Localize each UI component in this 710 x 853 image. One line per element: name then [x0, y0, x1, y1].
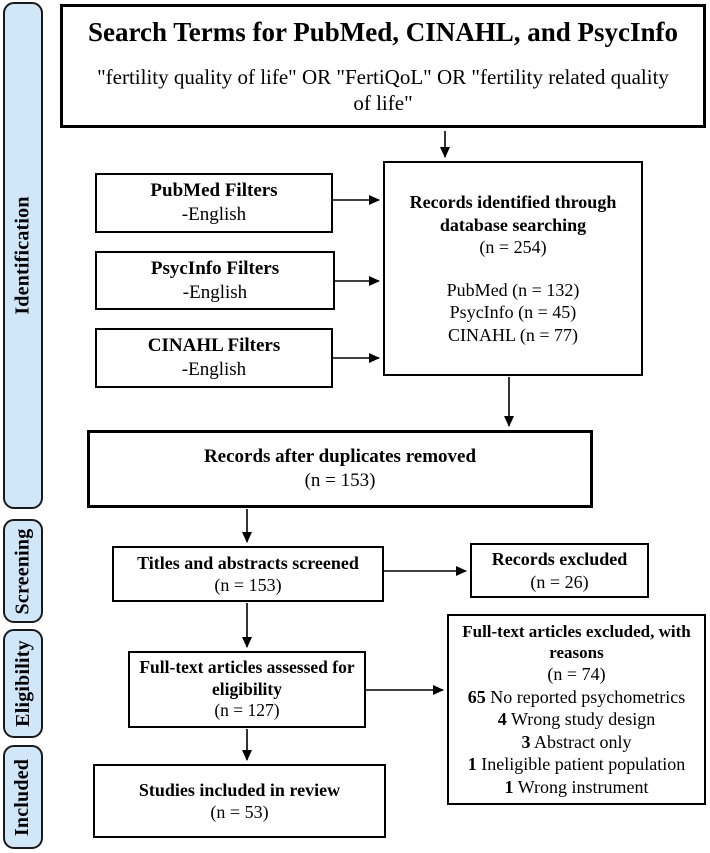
psycinfo-filters-title: PsycInfo Filters [150, 257, 280, 279]
duplicates-removed-box: Records after duplicates removed (n = 15… [87, 430, 593, 508]
duplicates-removed-count: (n = 153) [304, 470, 376, 491]
reason-text: Ineligible patient population [481, 754, 686, 775]
stage-label-eligibility-text: Eligibility [11, 640, 34, 727]
search-terms-query: "fertility quality of life" OR "FertiQoL… [97, 64, 669, 115]
cinahl-filters-box: CINAHL Filters -English [95, 328, 333, 388]
reason-text: Wrong study design [510, 709, 656, 730]
stage-label-screening-text: Screening [11, 528, 34, 614]
exclusion-reason: 4 Wrong study design [498, 708, 655, 731]
pubmed-filters-title: PubMed Filters [150, 180, 278, 202]
search-terms-box: Search Terms for PubMed, CINAHL, and Psy… [60, 4, 706, 128]
pubmed-filters-box: PubMed Filters -English [95, 173, 333, 233]
fulltext-assessed-title: Full-text articles assessed for eligibil… [139, 656, 355, 699]
fulltext-excluded-title: Full-text articles excluded, with reason… [462, 621, 691, 662]
exclusion-reason: 1 Wrong instrument [505, 776, 649, 799]
duplicates-removed-title: Records after duplicates removed [203, 446, 477, 468]
reason-count: 65 [467, 686, 486, 707]
studies-included-title: Studies included in review [138, 779, 341, 800]
reason-text: Wrong instrument [517, 776, 649, 797]
reason-text: No reported psychometrics [490, 686, 686, 707]
studies-included-count: (n = 53) [210, 802, 269, 822]
records-identified-box: Records identified through database sear… [383, 161, 643, 376]
fulltext-assessed-box: Full-text articles assessed for eligibil… [128, 651, 366, 728]
records-excluded-title: Records excluded [491, 549, 628, 569]
records-source-cinahl: CINAHL (n = 77) [448, 324, 578, 345]
fulltext-excluded-count: (n = 74) [547, 664, 606, 685]
fulltext-excluded-box: Full-text articles excluded, with reason… [447, 614, 706, 805]
titles-screened-count: (n = 153) [214, 575, 282, 595]
records-excluded-count: (n = 26) [530, 571, 589, 592]
stage-label-included: Included [3, 745, 43, 849]
records-identified-count: (n = 254) [479, 237, 547, 257]
stage-label-screening: Screening [3, 519, 43, 623]
stage-label-identification-text: Identification [11, 196, 34, 315]
titles-screened-box: Titles and abstracts screened (n = 153) [112, 546, 384, 602]
search-terms-title: Search Terms for PubMed, CINAHL, and Psy… [87, 16, 679, 47]
fulltext-assessed-count: (n = 127) [214, 700, 280, 721]
stage-label-identification: Identification [3, 2, 43, 509]
studies-included-box: Studies included in review (n = 53) [93, 764, 386, 838]
cinahl-filters-title: CINAHL Filters [147, 335, 281, 357]
psycinfo-filters-box: PsycInfo Filters -English [95, 251, 335, 310]
reason-count: 4 [497, 709, 507, 730]
exclusion-reason: 1 Ineligible patient population [468, 753, 685, 776]
titles-screened-title: Titles and abstracts screened [137, 552, 359, 573]
cinahl-filters-detail: -English [181, 359, 247, 380]
records-identified-title: Records identified through database sear… [409, 192, 617, 235]
psycinfo-filters-detail: -English [182, 281, 248, 303]
records-excluded-box: Records excluded (n = 26) [470, 543, 649, 598]
stage-label-included-text: Included [11, 758, 34, 836]
reason-count: 1 [467, 754, 477, 775]
records-source-pubmed: PubMed (n = 132) [446, 279, 580, 300]
pubmed-filters-detail: -English [181, 204, 247, 225]
reason-count: 1 [504, 776, 514, 797]
stage-label-eligibility: Eligibility [3, 629, 43, 738]
exclusion-reason: 3 Abstract only [522, 731, 632, 754]
reason-count: 3 [521, 731, 531, 752]
exclusion-reason: 65 No reported psychometrics [468, 686, 685, 709]
records-source-psycinfo: PsycInfo (n = 45) [449, 302, 577, 322]
reason-text: Abstract only [534, 731, 632, 752]
